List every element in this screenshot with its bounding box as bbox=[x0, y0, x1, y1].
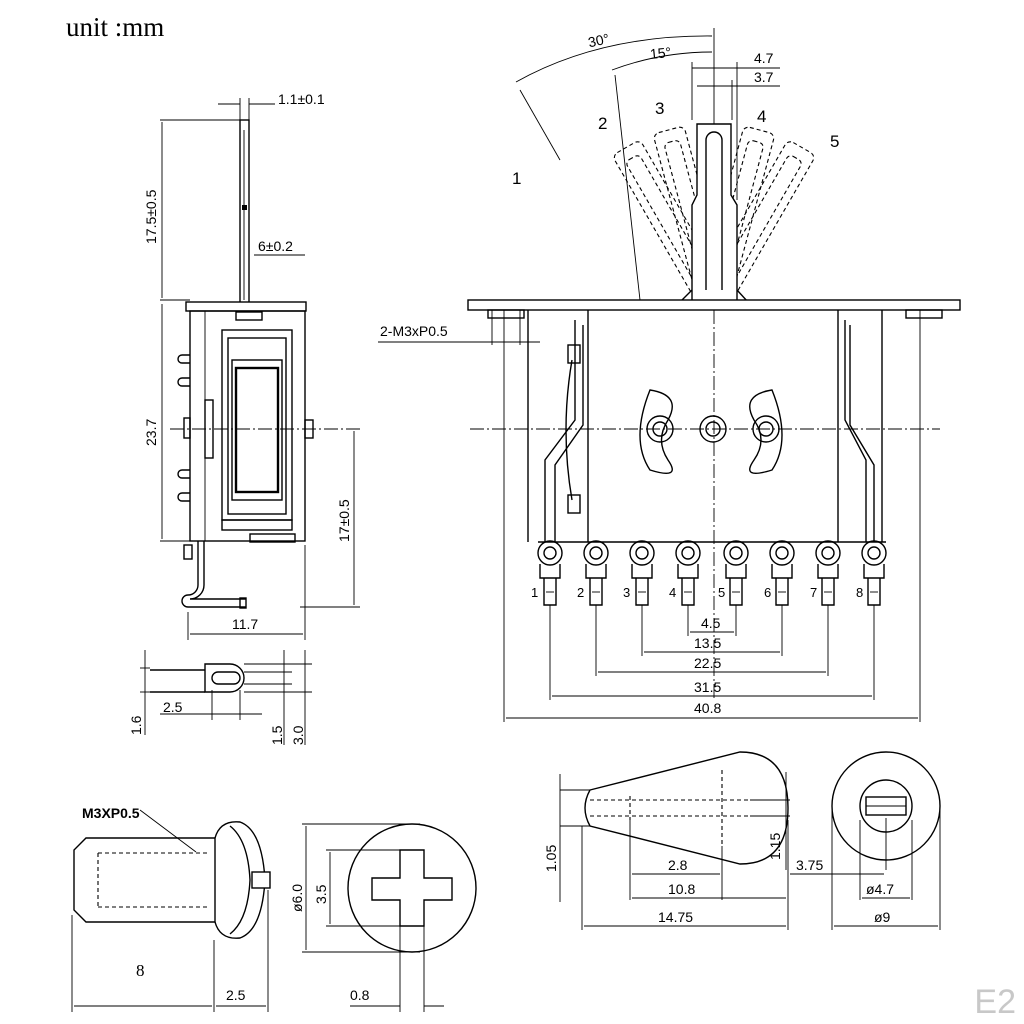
side-view: 1.1±0.1 17.5±0.5 6±0.2 23.7 17±0.5 11.7 bbox=[143, 91, 360, 640]
pin-7: 7 bbox=[810, 585, 817, 600]
position-3: 3 bbox=[655, 99, 664, 118]
dim-knob-1-15: 1.15 bbox=[767, 833, 783, 860]
dim-knob-1-05: 1.05 bbox=[543, 845, 559, 872]
angle-15: 15° bbox=[649, 44, 672, 62]
lug-detail: 1.6 2.5 1.5 3.0 bbox=[128, 650, 312, 745]
dim-screw-slot: 0.8 bbox=[350, 987, 370, 1003]
dim-body-height: 23.7 bbox=[143, 419, 159, 446]
screw-thread-callout: M3XP0.5 bbox=[82, 805, 140, 821]
pin-5: 5 bbox=[718, 585, 725, 600]
dim-lug-3-0: 3.0 bbox=[290, 725, 306, 745]
dim-screw-cross: 3.5 bbox=[313, 884, 329, 904]
dim-screw-length: 8 bbox=[136, 961, 145, 980]
dim-31-5: 31.5 bbox=[694, 679, 721, 695]
dim-screw-head: 2.5 bbox=[226, 987, 246, 1003]
contact-row bbox=[537, 540, 887, 606]
position-2: 2 bbox=[598, 114, 607, 133]
dim-3-7: 3.7 bbox=[754, 69, 774, 85]
screw-callout: 2-M3xP0.5 bbox=[380, 323, 448, 339]
screw-detail: M3XP0.5 8 2.5 ø6.0 3.5 0.8 bbox=[71, 805, 477, 1012]
front-view: 30° 15° 4.7 3.7 1 2 3 4 5 bbox=[378, 28, 961, 722]
pin-3: 3 bbox=[623, 585, 630, 600]
dim-lower-height: 17±0.5 bbox=[336, 499, 352, 542]
dim-body-depth: 11.7 bbox=[232, 616, 258, 632]
pin-8: 8 bbox=[856, 585, 863, 600]
angle-30: 30° bbox=[587, 30, 611, 50]
pin-4: 4 bbox=[669, 585, 676, 600]
dim-knob-14-75: 14.75 bbox=[658, 909, 693, 925]
pin-6: 6 bbox=[764, 585, 771, 600]
unit-label: unit :mm bbox=[66, 12, 165, 42]
dim-knob-2-8: 2.8 bbox=[668, 857, 688, 873]
knob-detail: 1.05 1.15 2.8 10.8 14.75 3.75 ø4.7 ø9 bbox=[543, 751, 941, 930]
watermark: E2 bbox=[974, 983, 1016, 1021]
dim-22-5: 22.5 bbox=[694, 655, 721, 671]
position-5: 5 bbox=[830, 132, 839, 151]
dim-knob-10-8: 10.8 bbox=[668, 881, 695, 897]
pin-2: 2 bbox=[577, 585, 584, 600]
dim-lug-1-6: 1.6 bbox=[128, 715, 144, 735]
pin-1: 1 bbox=[531, 585, 538, 600]
dim-blade-thickness: 1.1±0.1 bbox=[278, 91, 325, 107]
dim-13-5: 13.5 bbox=[694, 635, 721, 651]
dim-blade-height: 17.5±0.5 bbox=[143, 189, 159, 244]
position-1: 1 bbox=[512, 169, 521, 188]
dim-knob-3-75: 3.75 bbox=[796, 857, 823, 873]
dim-lug-1-5: 1.5 bbox=[269, 725, 285, 745]
dim-screw-dia: ø6.0 bbox=[289, 884, 305, 912]
dim-knob-outer-dia: ø9 bbox=[874, 909, 891, 925]
dim-lug-2-5: 2.5 bbox=[163, 699, 183, 715]
dim-4-7: 4.7 bbox=[754, 50, 774, 66]
dim-4-5: 4.5 bbox=[701, 615, 721, 631]
position-4: 4 bbox=[757, 107, 766, 126]
dim-blade-offset: 6±0.2 bbox=[258, 238, 293, 254]
dim-knob-inner-dia: ø4.7 bbox=[866, 881, 894, 897]
dim-40-8: 40.8 bbox=[694, 700, 721, 716]
